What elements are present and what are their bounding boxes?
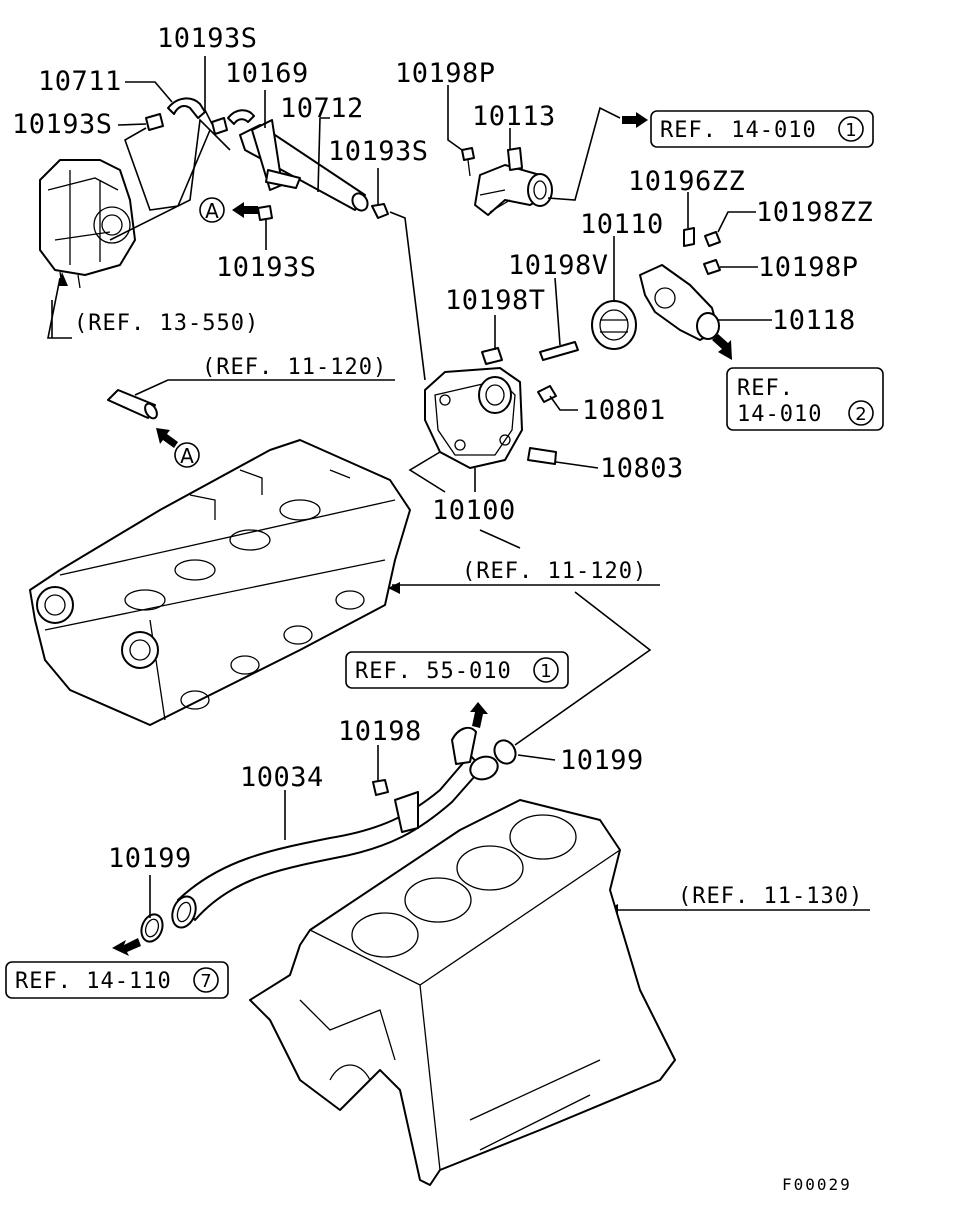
arrow-to-ref-14-010-2 bbox=[712, 334, 732, 360]
svg-text:1: 1 bbox=[845, 120, 856, 141]
ref-11-120-top: (REF. 11-120) bbox=[202, 355, 387, 380]
leaders-lower bbox=[149, 745, 556, 918]
bolt-10198P-top-drawing bbox=[461, 147, 475, 177]
water-outlet-10113-drawing bbox=[474, 147, 553, 216]
label-10193S-mid: 10193S bbox=[328, 136, 429, 167]
ref-13-550: (REF. 13-550) bbox=[74, 311, 259, 336]
label-10193S-left: 10193S bbox=[12, 109, 113, 140]
label-10034: 10034 bbox=[240, 762, 324, 793]
label-10196ZZ: 10196ZZ bbox=[628, 166, 745, 197]
svg-text:2: 2 bbox=[855, 404, 866, 425]
label-10198P-right: 10198P bbox=[758, 252, 859, 283]
svg-text:7: 7 bbox=[200, 971, 211, 992]
svg-text:A: A bbox=[205, 199, 219, 223]
arrow-to-ref-14-010-1 bbox=[622, 112, 648, 128]
arrow-to-ref-55-010 bbox=[470, 702, 488, 728]
label-10712: 10712 bbox=[280, 93, 364, 124]
thermostat-10110-drawing bbox=[591, 300, 637, 350]
label-10801: 10801 bbox=[582, 395, 666, 426]
cylinder-head-drawing bbox=[29, 439, 411, 726]
ref-box-14-110: REF. 14-110 7 bbox=[5, 961, 229, 999]
leaders-upper-left bbox=[47, 56, 379, 339]
label-10199-left: 10199 bbox=[108, 843, 192, 874]
label-10198T: 10198T bbox=[445, 285, 546, 316]
label-10110: 10110 bbox=[580, 209, 664, 240]
label-10169: 10169 bbox=[225, 58, 309, 89]
label-10198ZZ: 10198ZZ bbox=[756, 197, 873, 228]
marker-a-lower: A bbox=[156, 428, 200, 468]
label-10711: 10711 bbox=[38, 66, 122, 97]
label-10198: 10198 bbox=[338, 716, 422, 747]
svg-text:REF.: REF. bbox=[737, 376, 794, 401]
svg-text:14-010: 14-010 bbox=[737, 402, 822, 427]
pipe-10712-drawing bbox=[239, 119, 389, 221]
ref-box-14-010-1: REF. 14-010 1 bbox=[650, 110, 874, 148]
svg-text:A: A bbox=[180, 444, 194, 468]
label-10199-right: 10199 bbox=[560, 745, 644, 776]
o-ring-10199-right-drawing bbox=[493, 739, 517, 765]
ref-11-120-mid: (REF. 11-120) bbox=[462, 559, 647, 584]
arrow-head-13-550 bbox=[58, 272, 68, 286]
label-10198P-top: 10198P bbox=[395, 58, 496, 89]
water-inlet-10118-drawing bbox=[639, 227, 721, 341]
ref-box-14-010-2: REF. 14-010 2 bbox=[726, 367, 884, 431]
label-10113: 10113 bbox=[472, 101, 556, 132]
svg-text:1: 1 bbox=[540, 661, 551, 682]
label-10803: 10803 bbox=[600, 453, 684, 484]
svg-text:REF. 14-110: REF. 14-110 bbox=[15, 969, 172, 994]
water-pipe-10034-drawing bbox=[171, 726, 499, 929]
label-10193S-bottom: 10193S bbox=[216, 252, 317, 283]
thermostat-housing-10100-drawing bbox=[424, 341, 579, 469]
svg-text:REF. 55-010: REF. 55-010 bbox=[355, 659, 512, 684]
svg-text:REF. 14-010: REF. 14-010 bbox=[660, 118, 817, 143]
ref-11-130: (REF. 11-130) bbox=[678, 884, 863, 909]
leaders-upper-right bbox=[389, 85, 772, 549]
marker-a-upper: A bbox=[199, 197, 258, 223]
label-10198V: 10198V bbox=[508, 250, 609, 281]
arrow-head-11-120 bbox=[388, 582, 400, 594]
leaders-middle bbox=[134, 379, 870, 911]
cylinder-block-drawing bbox=[249, 799, 676, 1186]
plug-pipe-drawing bbox=[107, 389, 158, 420]
figure-code: F00029 bbox=[782, 1175, 852, 1194]
label-10100: 10100 bbox=[432, 495, 516, 526]
label-10118: 10118 bbox=[772, 305, 856, 336]
hose-10711-drawing bbox=[145, 97, 255, 135]
arrow-to-ref-14-110 bbox=[112, 938, 141, 956]
ref-box-55-010: REF. 55-010 1 bbox=[345, 651, 569, 689]
label-10193S-top: 10193S bbox=[157, 23, 258, 54]
throttle-body-drawing bbox=[39, 159, 136, 289]
o-ring-10199-left-drawing bbox=[140, 913, 164, 943]
